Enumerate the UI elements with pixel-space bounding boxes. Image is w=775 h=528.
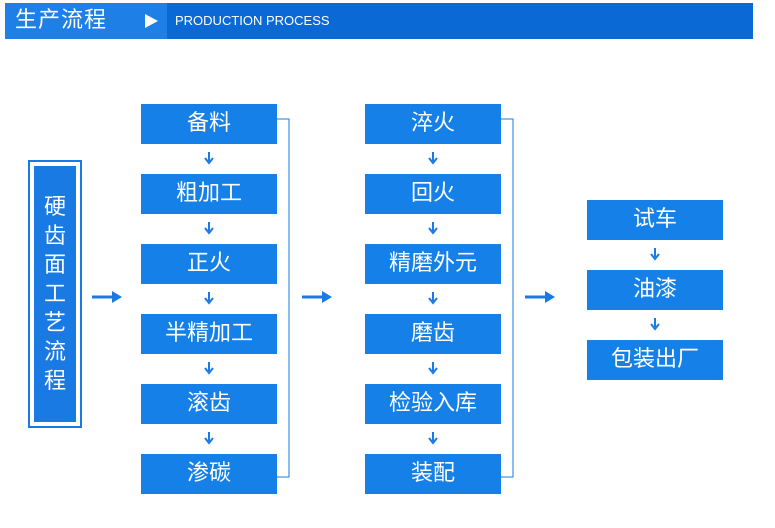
- process-label-box: 硬 齿 面 工 艺 流 程: [28, 160, 82, 428]
- step-box: 检验入库: [365, 384, 501, 424]
- step-box: 包装出厂: [587, 340, 723, 380]
- subtitle-bar: PRODUCTION PROCESS: [167, 3, 753, 39]
- step-box: 磨齿: [365, 314, 501, 354]
- arrow-down-icon: [204, 292, 214, 305]
- arrow-down-icon: [428, 222, 438, 235]
- step-box: 半精加工: [141, 314, 277, 354]
- arrow-down-icon: [428, 432, 438, 445]
- step-box: 淬火: [365, 104, 501, 144]
- step-box: 正火: [141, 244, 277, 284]
- step-box: 滚齿: [141, 384, 277, 424]
- process-label-char: 面: [43, 252, 66, 278]
- header-bar: 生产流程 PRODUCTION PROCESS: [5, 3, 753, 39]
- process-label-char: 工: [43, 281, 66, 307]
- arrow-down-icon: [204, 152, 214, 165]
- process-label-char: 硬: [43, 194, 66, 220]
- arrow-down-icon: [428, 362, 438, 375]
- process-label-char: 艺: [43, 310, 66, 336]
- step-box: 装配: [365, 454, 501, 494]
- step-box: 精磨外元: [365, 244, 501, 284]
- arrow-down-icon: [650, 318, 660, 331]
- step-box: 回火: [365, 174, 501, 214]
- arrow-right-icon: [92, 291, 122, 303]
- arrow-down-icon: [204, 362, 214, 375]
- page-title: 生产流程: [15, 8, 108, 33]
- group-bracket: [501, 118, 514, 478]
- process-label-char: 程: [43, 368, 66, 394]
- step-box: 粗加工: [141, 174, 277, 214]
- arrow-down-icon: [428, 152, 438, 165]
- step-box: 油漆: [587, 270, 723, 310]
- page-subtitle: PRODUCTION PROCESS: [175, 13, 330, 28]
- process-label-char: 流: [43, 339, 66, 365]
- triangle-right-icon: [145, 14, 158, 28]
- arrow-down-icon: [428, 292, 438, 305]
- arrow-down-icon: [204, 432, 214, 445]
- step-box: 备料: [141, 104, 277, 144]
- process-label: 硬 齿 面 工 艺 流 程: [34, 166, 76, 422]
- arrow-right-icon: [302, 291, 332, 303]
- arrow-down-icon: [650, 248, 660, 261]
- step-box: 试车: [587, 200, 723, 240]
- step-box: 渗碳: [141, 454, 277, 494]
- arrow-right-icon: [525, 291, 555, 303]
- arrow-down-icon: [204, 222, 214, 235]
- group-bracket: [277, 118, 290, 478]
- process-label-char: 齿: [43, 223, 66, 249]
